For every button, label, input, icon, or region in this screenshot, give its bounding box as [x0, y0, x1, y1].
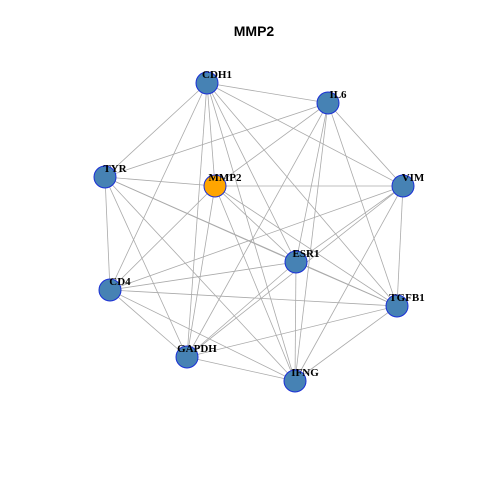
node-tyr: [93, 165, 117, 189]
edge-cdh1-tyr: [104, 82, 208, 178]
edge-il6-tyr: [104, 102, 329, 178]
edge-cd4-tgfb1: [109, 289, 398, 307]
node-label-tgfb1: TGFB1: [389, 292, 424, 304]
node-label-ifng: IFNG: [291, 367, 319, 379]
edge-vim-esr1: [295, 185, 404, 263]
node-tgfb1: [385, 294, 409, 318]
edge-cd4-ifng: [109, 289, 296, 382]
edge-vim-ifng: [294, 185, 404, 382]
edge-esr1-tgfb1: [295, 261, 398, 307]
edge-il6-ifng: [294, 102, 329, 382]
edge-cdh1-ifng: [206, 82, 296, 382]
edge-mmp2-ifng: [214, 185, 296, 382]
node-vim: [391, 174, 415, 198]
edge-il6-esr1: [295, 102, 329, 263]
node-label-esr1: ESR1: [293, 248, 320, 260]
edge-tyr-gapdh: [104, 176, 188, 358]
diagram-title: MMP2: [234, 23, 275, 39]
node-il6: [316, 91, 340, 115]
edge-mmp2-tgfb1: [214, 185, 398, 307]
edge-esr1-gapdh: [186, 261, 297, 358]
edge-tyr-mmp2: [104, 176, 216, 187]
edge-gapdh-ifng: [186, 356, 296, 382]
edge-cdh1-mmp2: [206, 82, 216, 187]
nodes-layer: [93, 71, 415, 393]
edge-vim-tgfb1: [396, 185, 404, 307]
node-label-gapdh: GAPDH: [177, 343, 217, 355]
node-label-vim: VIM: [402, 172, 425, 184]
node-label-cd4: CD4: [109, 276, 131, 288]
edge-tgfb1-ifng: [294, 305, 398, 382]
edge-cdh1-tgfb1: [206, 82, 398, 307]
node-esr1: [284, 250, 308, 274]
edge-cd4-gapdh: [109, 289, 188, 358]
edge-cdh1-vim: [206, 82, 404, 187]
edge-cdh1-gapdh: [186, 82, 208, 358]
edge-il6-vim: [327, 102, 404, 187]
edge-vim-cd4: [109, 185, 404, 291]
edge-il6-gapdh: [186, 102, 329, 358]
node-label-tyr: TYR: [103, 163, 127, 175]
edge-esr1-cd4: [109, 261, 297, 291]
node-gapdh: [175, 345, 199, 369]
edge-cdh1-il6: [206, 82, 329, 104]
edge-il6-tgfb1: [327, 102, 398, 307]
node-mmp2: [203, 174, 227, 198]
edge-mmp2-esr1: [214, 185, 297, 263]
edge-mmp2-gapdh: [186, 185, 216, 358]
edge-tyr-cd4: [104, 176, 111, 291]
edge-il6-mmp2: [214, 102, 329, 187]
edge-esr1-ifng: [294, 261, 297, 382]
node-label-cdh1: CDH1: [202, 69, 232, 81]
node-cd4: [98, 278, 122, 302]
edge-cdh1-cd4: [109, 82, 208, 291]
node-label-mmp2: MMP2: [209, 172, 242, 184]
edge-mmp2-cd4: [109, 185, 216, 291]
edge-tgfb1-gapdh: [186, 305, 398, 358]
edge-cdh1-esr1: [206, 82, 297, 263]
node-ifng: [283, 369, 307, 393]
node-label-il6: IL6: [329, 89, 347, 101]
node-cdh1: [195, 71, 219, 95]
